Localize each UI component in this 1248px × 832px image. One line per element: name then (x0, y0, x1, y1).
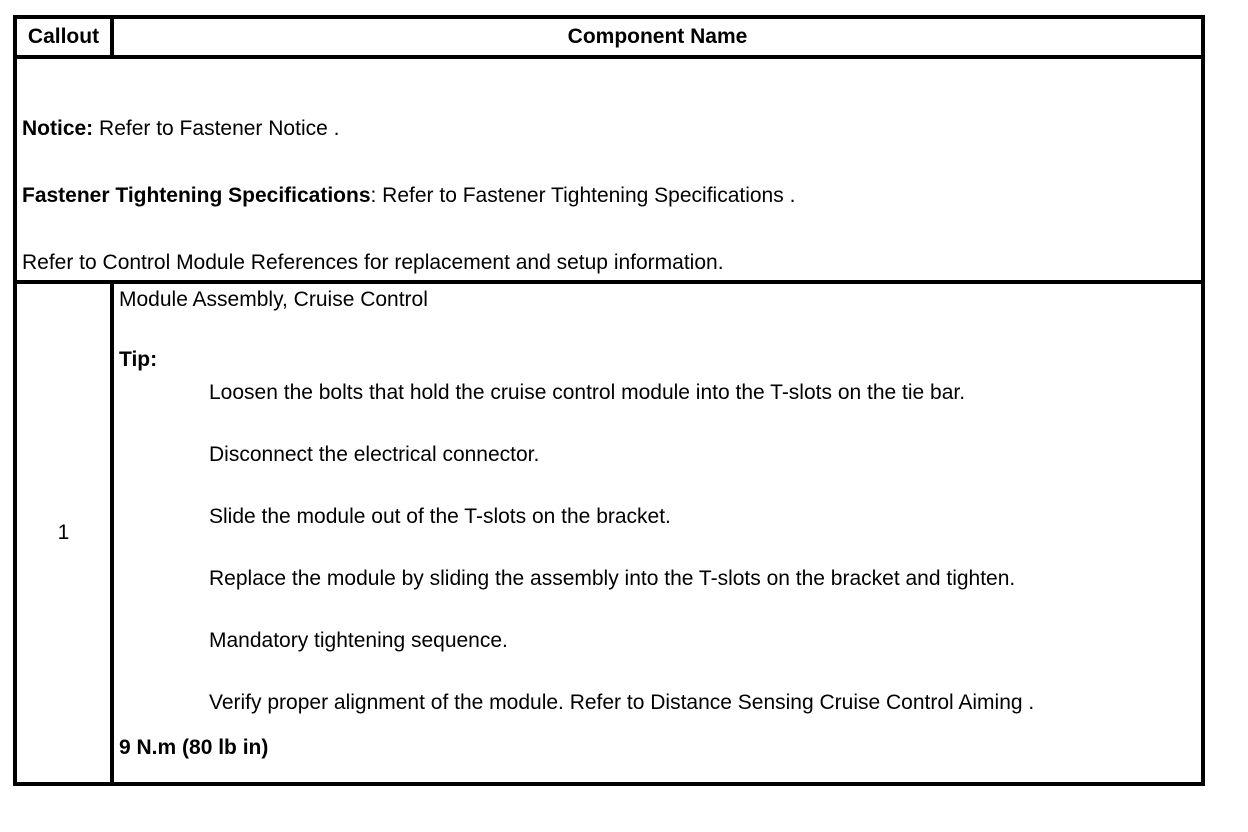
tip-step: Mandatory tightening sequence. (209, 629, 508, 652)
callout-column-header: Callout (13, 15, 114, 59)
tip-step: Verify proper alignment of the module. R… (209, 691, 1035, 714)
notices-cell: Notice: Refer to Fastener Notice . Faste… (13, 55, 1205, 284)
fastener-tightening-line: Fastener Tightening Specifications: Refe… (22, 184, 1195, 208)
tip-label: Tip: (119, 348, 158, 371)
fastener-tightening-label: Fastener Tightening Specifications (22, 184, 371, 207)
notice-label: Notice: (22, 117, 94, 140)
notices-row: Notice: Refer to Fastener Notice . Faste… (13, 55, 1205, 284)
tip-step: Slide the module out of the T-slots on t… (209, 505, 671, 528)
component-name-column-header: Component Name (110, 15, 1205, 59)
torque-spec: 9 N.m (80 lb in) (119, 736, 269, 759)
component-row: 1 Module Assembly, Cruise Control Tip: L… (13, 280, 1205, 786)
tip-step: Loosen the bolts that hold the cruise co… (209, 381, 966, 404)
table-header-row: Callout Component Name (13, 15, 1205, 59)
fastener-tightening-text: : Refer to Fastener Tightening Specifica… (370, 184, 796, 207)
callout-number: 1 (13, 280, 114, 786)
component-detail-cell: Module Assembly, Cruise Control Tip: Loo… (110, 280, 1205, 786)
fastener-notice-line: Notice: Refer to Fastener Notice . (22, 117, 1195, 141)
notice-text: Refer to Fastener Notice . (93, 117, 340, 140)
tip-step: Disconnect the electrical connector. (209, 443, 540, 466)
tip-step: Replace the module by sliding the assemb… (209, 567, 1016, 590)
component-table: Callout Component Name Notice: Refer to … (13, 15, 1205, 786)
component-name-text: Module Assembly, Cruise Control (119, 288, 428, 311)
tip-steps-list: Loosen the bolts that hold the cruise co… (119, 381, 1197, 715)
control-module-references-line: Refer to Control Module References for r… (22, 251, 724, 274)
